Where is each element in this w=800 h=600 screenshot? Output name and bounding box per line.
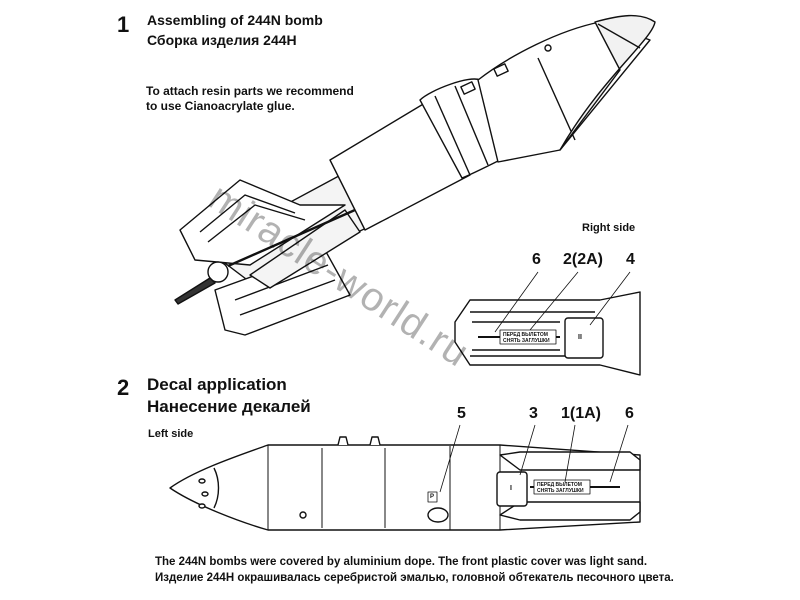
step-1-title-en: Assembling of 244N bomb — [147, 12, 323, 28]
left-stencil-line-2: СНЯТЬ ЗАГЛУШКИ — [537, 488, 584, 494]
step-2-number: 2 — [117, 375, 130, 400]
left-callout-5: 5 — [457, 405, 466, 422]
step-1-title-ru: Сборка изделия 244Н — [147, 32, 297, 48]
footer-note-en: The 244N bombs were covered by aluminium… — [155, 556, 648, 568]
left-side-label: Left side — [148, 428, 194, 440]
glue-note-line-2: to use Cianoacrylate glue. — [146, 99, 295, 113]
step-1-number: 1 — [117, 12, 130, 37]
right-callout-4: 4 — [626, 251, 635, 268]
left-marker: I — [510, 485, 512, 492]
step-2-title-ru: Нанесение декалей — [147, 397, 311, 416]
left-small-marker: P — [430, 494, 435, 500]
left-callout-1: 1(1A) — [561, 405, 602, 422]
left-callout-3: 3 — [529, 405, 538, 422]
right-callout-6: 6 — [532, 251, 541, 268]
left-callout-6: 6 — [625, 405, 634, 422]
left-stencil-line-1: ПЕРЕД ВЫЛЕТОМ — [537, 482, 582, 488]
right-stencil-line-1: ПЕРЕД ВЫЛЕТОМ — [503, 332, 548, 338]
step-2-title-en: Decal application — [147, 375, 287, 394]
right-callout-2: 2(2A) — [563, 251, 604, 268]
right-stencil-line-2: СНЯТЬ ЗАГЛУШКИ — [503, 338, 550, 344]
right-side-tail-view — [454, 271, 641, 376]
glue-note-line-1: To attach resin parts we recommend — [146, 84, 354, 98]
bomb-3d-view — [174, 14, 656, 336]
left-side-bomb-view — [169, 424, 641, 531]
right-marker: II — [578, 334, 582, 341]
right-side-label: Right side — [582, 222, 636, 234]
footer-note-ru: Изделие 244Н окрашивалась серебристой эм… — [155, 572, 674, 584]
